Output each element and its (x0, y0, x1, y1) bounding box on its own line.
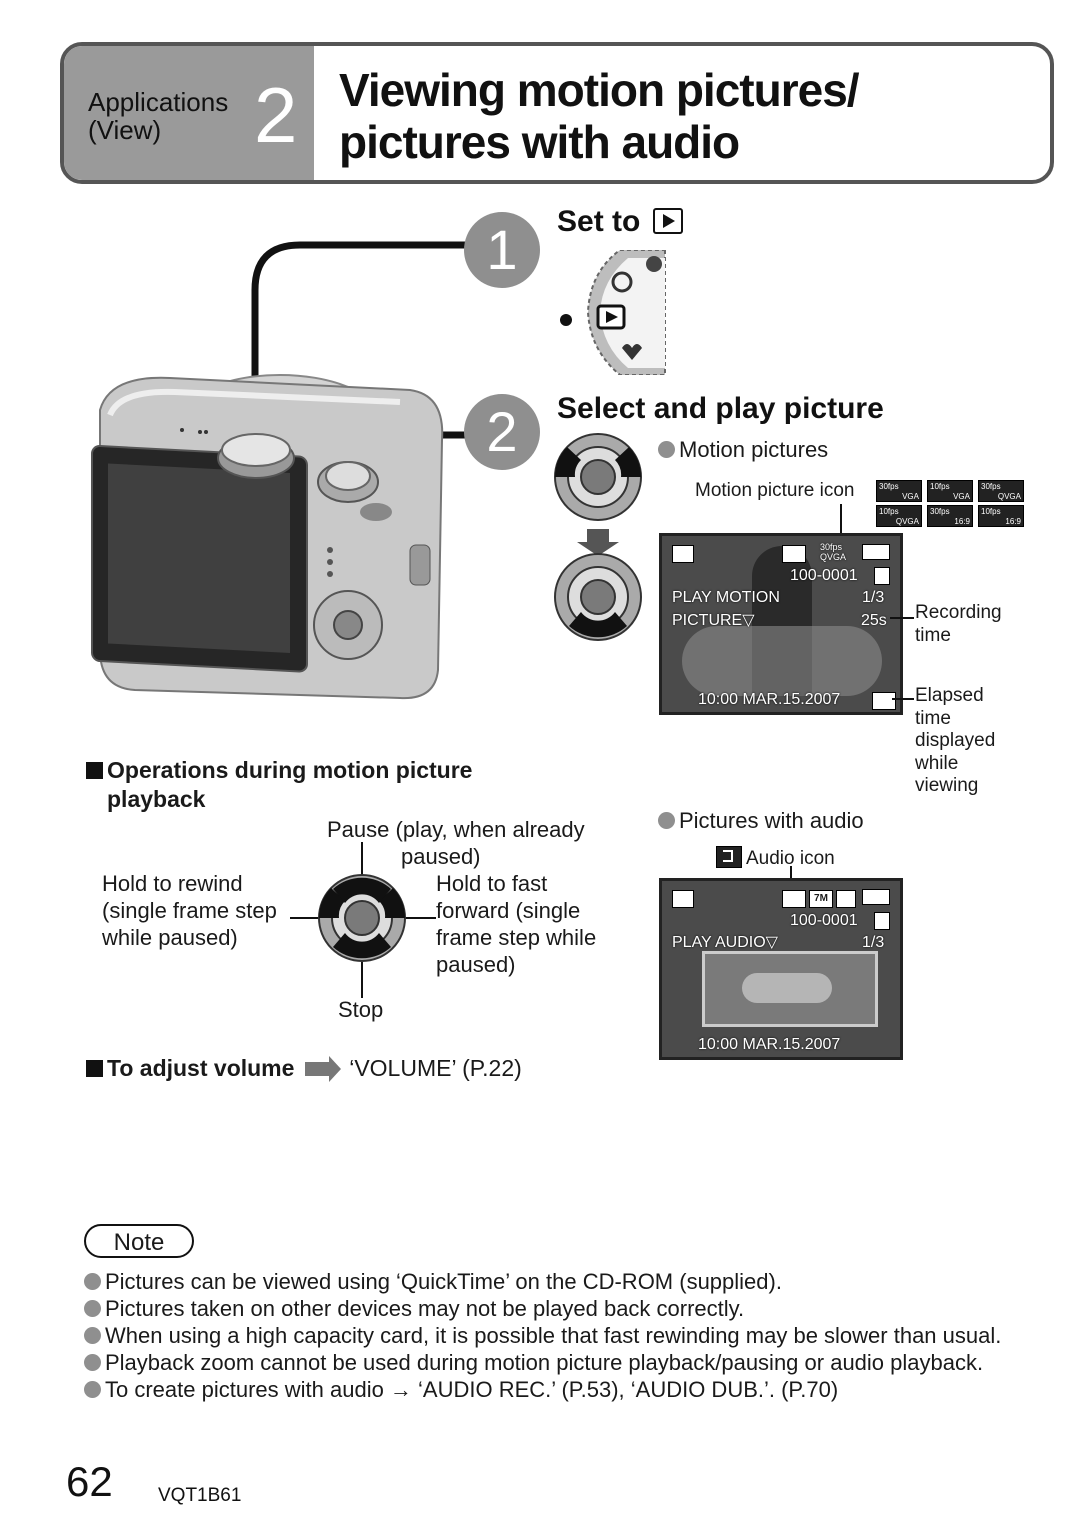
volume-line: To adjust volume ‘VOLUME’ (P.22) (86, 1054, 522, 1082)
cross-key-icon (554, 433, 642, 641)
lcd-count: 1/3 (862, 589, 885, 606)
lcd-datetime: 10:00 MAR.15.2007 (698, 1036, 841, 1053)
step-1-number: 1 (464, 212, 540, 288)
motion-pictures-label: Motion pictures (658, 436, 828, 463)
volume-reference: ‘VOLUME’ (P.22) (349, 1055, 522, 1081)
lcd-mode-line1: PLAY MOTION (672, 589, 780, 606)
step-2-number: 2 (464, 394, 540, 470)
note-item: Pictures taken on other devices may not … (84, 1295, 1024, 1322)
motion-pictures-text: Motion pictures (679, 437, 829, 462)
bullet-icon (84, 1327, 101, 1344)
title-line-2: pictures with audio (339, 116, 740, 168)
square-bullet-icon (86, 1060, 103, 1077)
audio-icon-caption: Audio icon (716, 846, 835, 870)
title-line-1: Viewing motion pictures/ (339, 64, 860, 116)
arrow-down-icon (577, 529, 619, 556)
bullet-icon (658, 441, 675, 458)
lcd-rec-time: 25s (861, 612, 887, 629)
battery-icon (862, 889, 890, 905)
op-up-label-1: Pause (play, when already (327, 817, 585, 842)
step-2-title: Select and play picture (557, 392, 884, 425)
bullet-icon (84, 1381, 101, 1398)
quality-icon (836, 890, 856, 908)
callout-line (892, 698, 914, 700)
volume-heading: To adjust volume (107, 1055, 295, 1081)
play-mode-icon (672, 545, 694, 563)
audio-icon (782, 890, 806, 908)
note-list: Pictures can be viewed using ‘QuickTime’… (84, 1268, 1024, 1403)
operations-heading-line2: playback (107, 786, 206, 812)
camera-illustration (91, 241, 475, 700)
play-mode-icon (672, 890, 694, 908)
card-icon (874, 912, 890, 930)
page-number: 62 (66, 1458, 113, 1505)
op-left-label: Hold to rewind (single frame step while … (102, 871, 277, 950)
cross-key-icon (290, 842, 436, 998)
note-item: When using a high capacity card, it is p… (84, 1322, 1024, 1349)
chapter-tab: Applications (View) 2 (64, 46, 314, 180)
photo-emblem (742, 973, 832, 1003)
arrow-right-icon (304, 1056, 341, 1082)
callout-line (890, 617, 914, 619)
audio-icon-caption-text: Audio icon (746, 848, 835, 869)
lcd-folder: 100-0001 (790, 912, 858, 929)
bullet-icon (84, 1354, 101, 1371)
play-mode-icon (652, 208, 683, 234)
card-icon (874, 567, 890, 585)
operations-heading-line1: Operations during motion picture (107, 757, 473, 783)
note-item: Pictures can be viewed using ‘QuickTime’… (84, 1268, 1024, 1295)
battery-icon (862, 544, 890, 560)
size-icon: 7M (809, 890, 833, 908)
photo-ground (682, 626, 882, 696)
motion-icon-caption: Motion picture icon (695, 480, 855, 501)
audio-icon (716, 846, 742, 868)
step-1-title-text: Set to (557, 205, 641, 238)
audio-pictures-text: Pictures with audio (679, 808, 864, 833)
note-item: To create pictures with audio → ‘AUDIO R… (84, 1376, 1024, 1403)
callout-line (840, 504, 842, 546)
page-header: Applications (View) 2 Viewing motion pic… (60, 42, 1054, 184)
lcd-count: 1/3 (862, 934, 885, 951)
note-item: Playback zoom cannot be used during moti… (84, 1349, 1024, 1376)
lcd-folder: 100-0001 (790, 567, 858, 584)
callout-recording-time: Recording time (915, 602, 1002, 646)
camera-dial-icon (560, 250, 666, 375)
operations-heading: Operations during motion picture playbac… (86, 756, 472, 814)
audio-pictures-label: Pictures with audio (658, 807, 864, 834)
chapter-label: Applications (View) (88, 87, 229, 145)
square-bullet-icon (86, 762, 103, 779)
audio-lcd-screen: 7M 100-0001 PLAY AUDIO▽ 1/3 10:00 MAR.15… (659, 878, 903, 1060)
note-label: Note (84, 1224, 194, 1258)
callout-elapsed-time: Elapsed time displayed while viewing (915, 685, 996, 796)
elapsed-time-icon (872, 692, 896, 710)
page-code: VQT1B61 (158, 1485, 242, 1506)
lcd-mode-line2: PICTURE▽ (672, 612, 755, 629)
op-right-label: Hold to fast forward (single frame step … (436, 871, 597, 977)
op-down-label: Stop (338, 997, 384, 1022)
lcd-datetime: 10:00 MAR.15.2007 (698, 691, 841, 708)
chapter-number: 2 (254, 71, 298, 159)
lcd-mode: PLAY AUDIO▽ (672, 934, 778, 951)
step-1-title: Set to (557, 205, 683, 239)
bullet-icon (84, 1273, 101, 1290)
bullet-icon (84, 1300, 101, 1317)
audio-icon (782, 545, 806, 563)
page-title: Viewing motion pictures/ pictures with a… (339, 64, 860, 168)
bullet-icon (658, 812, 675, 829)
op-up-label-2: paused) (401, 844, 481, 869)
